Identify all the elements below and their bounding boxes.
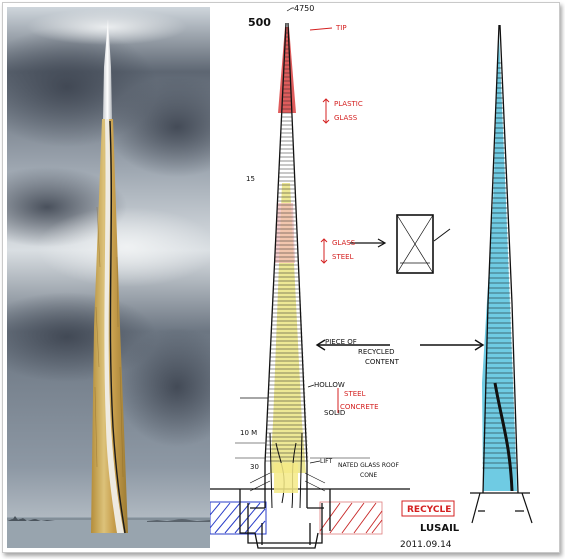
tip-label: TIP — [335, 24, 347, 32]
signature: LUSAIL — [420, 523, 460, 534]
image-frame: 500 4750 PIECE OF RECYCLED CONTENT HOLLO… — [2, 2, 560, 553]
concrete-label: CONCRETE — [340, 403, 379, 411]
recycle-label: RECYCLE — [407, 505, 451, 515]
foundation-hatch-blue — [210, 502, 266, 534]
cone-label: CONE — [360, 472, 377, 479]
foundation-hatch-red — [319, 502, 383, 534]
level-mid-label: 15 — [246, 175, 255, 183]
pieces-label: PIECE OF — [325, 338, 357, 346]
sketch-date: 2011.09.14 — [400, 540, 452, 550]
lift-label: LIFT — [320, 458, 332, 465]
level-label: 30 — [250, 463, 259, 471]
plastic-label: PLASTIC — [334, 100, 363, 108]
hollow-label: HOLLOW — [314, 381, 345, 389]
tower-sketch: 500 4750 PIECE OF RECYCLED CONTENT HOLLO… — [210, 3, 559, 552]
height-label: 500 — [248, 16, 271, 29]
recycled-content-arrows — [315, 339, 485, 351]
glass-roof-label: NATED GLASS ROOF — [338, 462, 399, 469]
tower-rendering — [7, 7, 210, 548]
elev-upper-label: 10 M — [240, 429, 257, 437]
glass-label-2: GLASS — [332, 239, 356, 247]
recycled-label: RECYCLED — [358, 348, 395, 356]
content-label: CONTENT — [365, 358, 400, 366]
glass-label-1: GLASS — [334, 114, 358, 122]
tower-elevation-right — [470, 24, 533, 524]
solid-label: SOLID — [324, 409, 345, 417]
tower-elevation — [235, 22, 370, 509]
foundation-lines — [210, 488, 410, 549]
steel-label-1: STEEL — [332, 253, 354, 261]
top-label: 4750 — [294, 4, 314, 13]
detail-diagram — [350, 214, 451, 274]
steel-label-2: STEEL — [344, 390, 366, 398]
